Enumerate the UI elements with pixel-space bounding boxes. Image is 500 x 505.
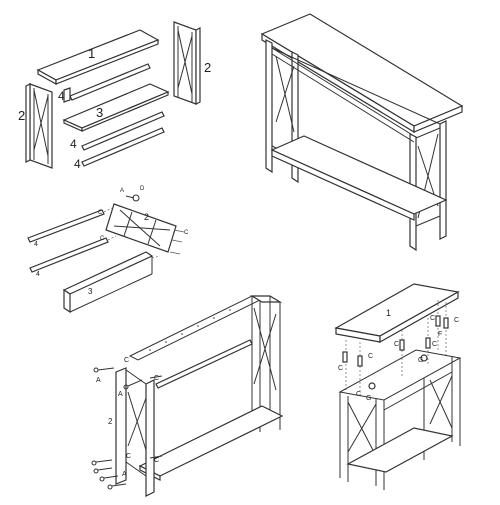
hardware-label-c-s4d: C (430, 315, 435, 322)
part-rail-middle (81, 111, 165, 151)
step2-rail-upper (27, 209, 105, 243)
step2-rail-lower (29, 237, 109, 273)
part-rail-label-upper: 4 (58, 89, 65, 103)
part-side-frame-right (173, 21, 201, 105)
hardware-label-c-s4g: C (432, 341, 437, 348)
hardware-label-a-2: A (118, 391, 123, 398)
part-side-frame-left (25, 83, 53, 169)
part-rail-label-lower: 4 (74, 157, 81, 171)
step2-rail-label-upper: 4 (34, 241, 38, 248)
hardware-label-c-2: C (154, 375, 159, 382)
step2-side-label: 2 (144, 212, 149, 222)
hardware-label-c-step2: C (184, 230, 189, 236)
part-side-label-left: 2 (18, 108, 25, 123)
hardware-label-g-2: G (418, 357, 423, 364)
part-rail-label-middle: 4 (70, 137, 77, 151)
step3-side-label: 2 (108, 417, 113, 426)
step2-shelf-label: 3 (88, 287, 93, 296)
step-4-top-attach: 1 C C C C C F G G C C (334, 283, 462, 490)
hardware-label-c-4: C (154, 457, 159, 464)
hardware-label-a-step2: A (120, 188, 124, 194)
hardware-label-c-1: C (124, 357, 129, 364)
part-rail-lower (81, 127, 165, 167)
step-2-frame-assembly: 2 D A C 4 4 3 C C (27, 186, 189, 314)
hardware-label-c-s4c: C (394, 341, 399, 348)
hardware-label-c-s4a: C (338, 365, 343, 372)
assembled-table-view (260, 13, 464, 252)
step-3-side-attach: 2 A A C C C C A (91, 295, 284, 497)
step2-rail-label-lower: 4 (36, 271, 40, 278)
hardware-label-c-3: C (126, 453, 131, 460)
hardware-label-c-s4e: C (454, 317, 459, 324)
hardware-label-f: F (438, 331, 442, 338)
hardware-label-d: D (140, 186, 145, 192)
top-rail-holes (149, 309, 231, 351)
part-top-label: 1 (88, 46, 95, 61)
hardware-label-c-s4f: C (356, 391, 361, 398)
part-shelf-label: 3 (96, 105, 103, 120)
hardware-label-c-step2b: C (98, 210, 103, 216)
screw-d (125, 194, 140, 202)
hardware-label-a-3: A (122, 471, 127, 478)
step4-top-label: 1 (386, 308, 391, 318)
dowels-step4 (342, 315, 449, 390)
screws-step3 (91, 367, 163, 490)
step2-shelf (62, 251, 154, 295)
part-rail-upper (69, 63, 151, 101)
hardware-label-a-1: A (96, 377, 101, 384)
part-side-label-right: 2 (204, 60, 211, 75)
hardware-label-c-s4b: C (368, 353, 373, 360)
parts-exploded-view: 1 2 2 4 3 4 (18, 21, 211, 171)
hardware-label-c-step2c: C (100, 236, 105, 242)
hardware-label-g-1: G (366, 395, 371, 402)
step3-side-frame (115, 367, 155, 497)
